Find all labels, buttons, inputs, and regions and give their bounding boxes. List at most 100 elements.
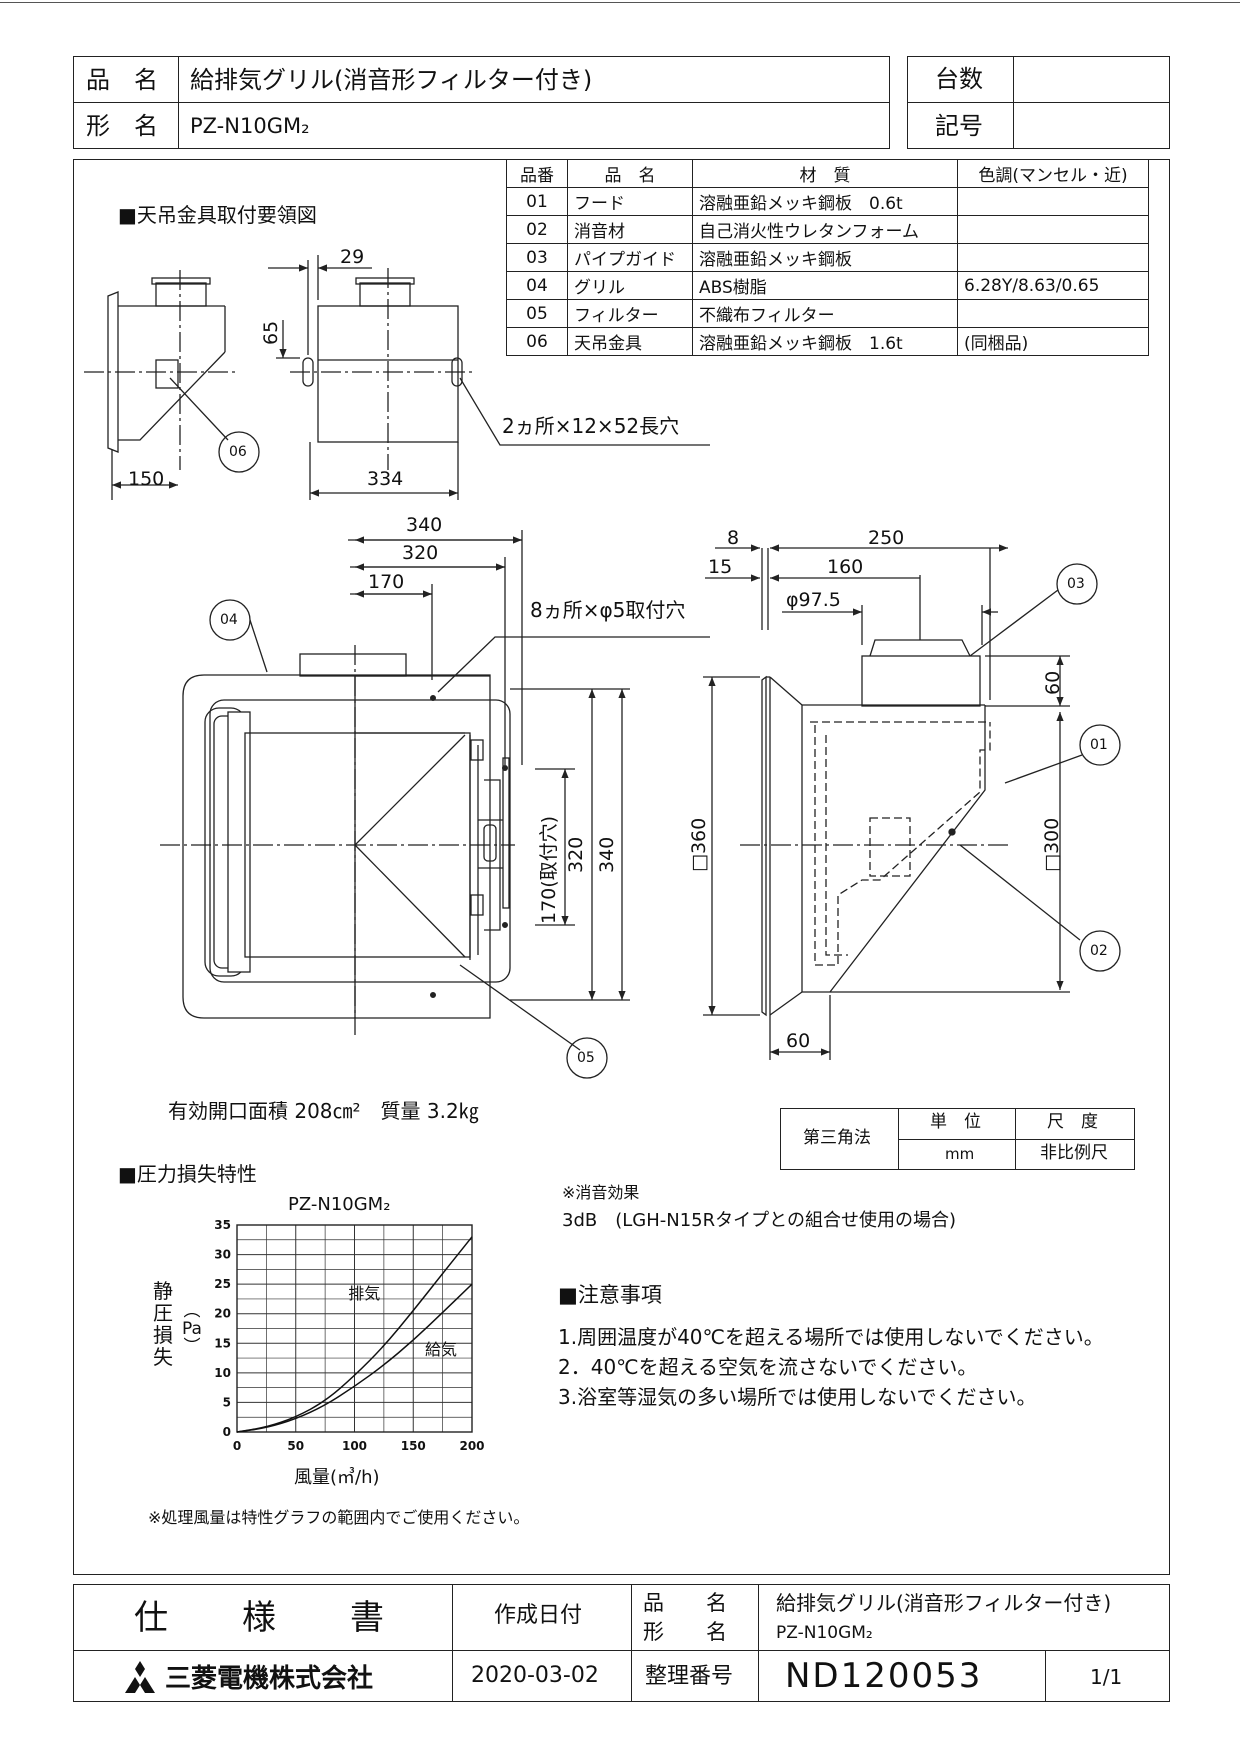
chart-ylabel: 静圧損失	[153, 1279, 173, 1369]
dim-60-top: 60	[1042, 670, 1064, 695]
model-label: 形 名	[86, 112, 158, 140]
cell: 溶融亜鉛メッキ鋼板 1.6t	[692, 327, 958, 356]
col-number: 品番	[506, 159, 568, 188]
dim-320: 320	[402, 542, 439, 564]
company-name: 三菱電機株式会社	[165, 1664, 374, 1694]
cell: 01	[506, 187, 568, 216]
unit-value: mm	[945, 1145, 975, 1163]
dim-170: 170	[368, 571, 405, 593]
dim-340: 340	[406, 514, 443, 536]
cell	[957, 215, 1149, 244]
balloon-06-label: 06	[229, 444, 247, 460]
scale-value: 非比例尺	[1040, 1143, 1108, 1163]
parts-table-header: 品番 品 名 材 質 色調(マンセル・近)	[506, 159, 1149, 188]
cell: ABS樹脂	[692, 271, 958, 300]
unit-label: 単 位	[930, 1112, 981, 1132]
dim-29: 29	[340, 246, 365, 268]
cell	[957, 187, 1149, 216]
dim-250: 250	[868, 527, 905, 549]
cell: フィルター	[567, 299, 693, 328]
product-name: 給排気グリル(消音形フィルター付き)	[190, 66, 593, 94]
balloon-01-label: 01	[1090, 737, 1108, 753]
cell: (同梱品)	[957, 327, 1149, 356]
dim-340-v: 340	[596, 836, 618, 873]
cell: 溶融亜鉛メッキ鋼板 0.6t	[692, 187, 958, 216]
dim-phi: φ97.5	[786, 589, 841, 611]
chart-title: PZ-N10GM₂	[288, 1194, 391, 1215]
dim-65: 65	[260, 320, 282, 345]
cell	[957, 299, 1149, 328]
mitsubishi-logo-icon	[120, 1660, 160, 1698]
cell: 6.28Y/8.63/0.65	[957, 271, 1149, 300]
dim-170-holes: 170(取付穴)	[538, 815, 560, 924]
dim-sq300: □300	[1041, 817, 1063, 872]
pressure-title: ■圧力損失特性	[118, 1162, 257, 1186]
footer-name-value: 給排気グリル(消音形フィルター付き)	[776, 1591, 1112, 1615]
cell: 03	[506, 243, 568, 272]
dim-sq360: □360	[688, 817, 710, 872]
cell: 不織布フィルター	[692, 299, 958, 328]
ref-label: 整理番号	[645, 1664, 734, 1689]
dim-334: 334	[367, 468, 404, 490]
footer-name-label: 品 名	[643, 1591, 727, 1615]
top-rule	[0, 2, 1240, 3]
projection-method: 第三角法	[803, 1128, 871, 1148]
name-label: 品 名	[86, 66, 158, 94]
cell: 天吊金具	[567, 327, 693, 356]
scale-label: 尺 度	[1047, 1112, 1098, 1132]
quantity-label: 台数	[935, 65, 983, 93]
hole-note: 8ヵ所×φ5取付穴	[530, 598, 686, 622]
dim-160: 160	[827, 556, 864, 578]
cautions-title: ■注意事項	[558, 1283, 662, 1307]
cell: 02	[506, 215, 568, 244]
dim-8: 8	[727, 527, 740, 549]
chart-ylabel-unit: ︵Pa︶	[182, 1301, 202, 1357]
footer-model-value: PZ-N10GM₂	[776, 1623, 873, 1643]
col-material: 材 質	[692, 159, 958, 188]
ceiling-mount-title: ■天吊金具取付要領図	[118, 203, 317, 227]
ref-number: ND120053	[785, 1656, 983, 1696]
cell: グリル	[567, 271, 693, 300]
balloon-02-label: 02	[1090, 943, 1108, 959]
cell	[957, 243, 1149, 272]
creation-date: 2020-03-02	[471, 1663, 599, 1688]
col-color: 色調(マンセル・近)	[957, 159, 1149, 188]
dim-150: 150	[128, 468, 165, 490]
caution-3: 3.浴室等湿気の多い場所では使用しないでください。	[558, 1385, 1037, 1409]
footer-model-label: 形 名	[643, 1620, 727, 1644]
footer-block	[73, 1584, 1170, 1702]
model-name: PZ-N10GM₂	[190, 114, 310, 138]
cell: 04	[506, 271, 568, 300]
chart-xlabel: 風量(㎥/h)	[294, 1467, 380, 1488]
cell: パイプガイド	[567, 243, 693, 272]
balloon-04-label: 04	[220, 612, 238, 628]
pressure-note: ※処理風量は特性グラフの範囲内でご使用ください。	[148, 1508, 530, 1527]
cell: 消音材	[567, 215, 693, 244]
caution-2: 2．40℃を超える空気を流さないでください。	[558, 1355, 978, 1379]
cell: 溶融亜鉛メッキ鋼板	[692, 243, 958, 272]
caution-1: 1.周囲温度が40℃を超える場所では使用しないでください。	[558, 1325, 1104, 1349]
dim-320-v: 320	[565, 836, 587, 873]
date-label: 作成日付	[494, 1603, 583, 1628]
col-part-name: 品 名	[567, 159, 693, 188]
doc-type: 仕 様 書	[134, 1598, 386, 1638]
cell: フード	[567, 187, 693, 216]
cell: 05	[506, 299, 568, 328]
balloon-05-label: 05	[577, 1050, 595, 1066]
balloon-03-label: 03	[1067, 576, 1085, 592]
opening-area: 有効開口面積 208㎝² 質量 3.2㎏	[168, 1099, 479, 1123]
mark-label: 記号	[935, 112, 983, 140]
silencing-value: 3dB (LGH-N15Rタイプとの組合せ使用の場合)	[562, 1210, 956, 1231]
slot-note: 2ヵ所×12×52長穴	[502, 414, 680, 438]
cell: 自己消火性ウレタンフォーム	[692, 215, 958, 244]
page-number: 1/1	[1090, 1665, 1123, 1689]
silencing-title: ※消音効果	[562, 1183, 640, 1202]
